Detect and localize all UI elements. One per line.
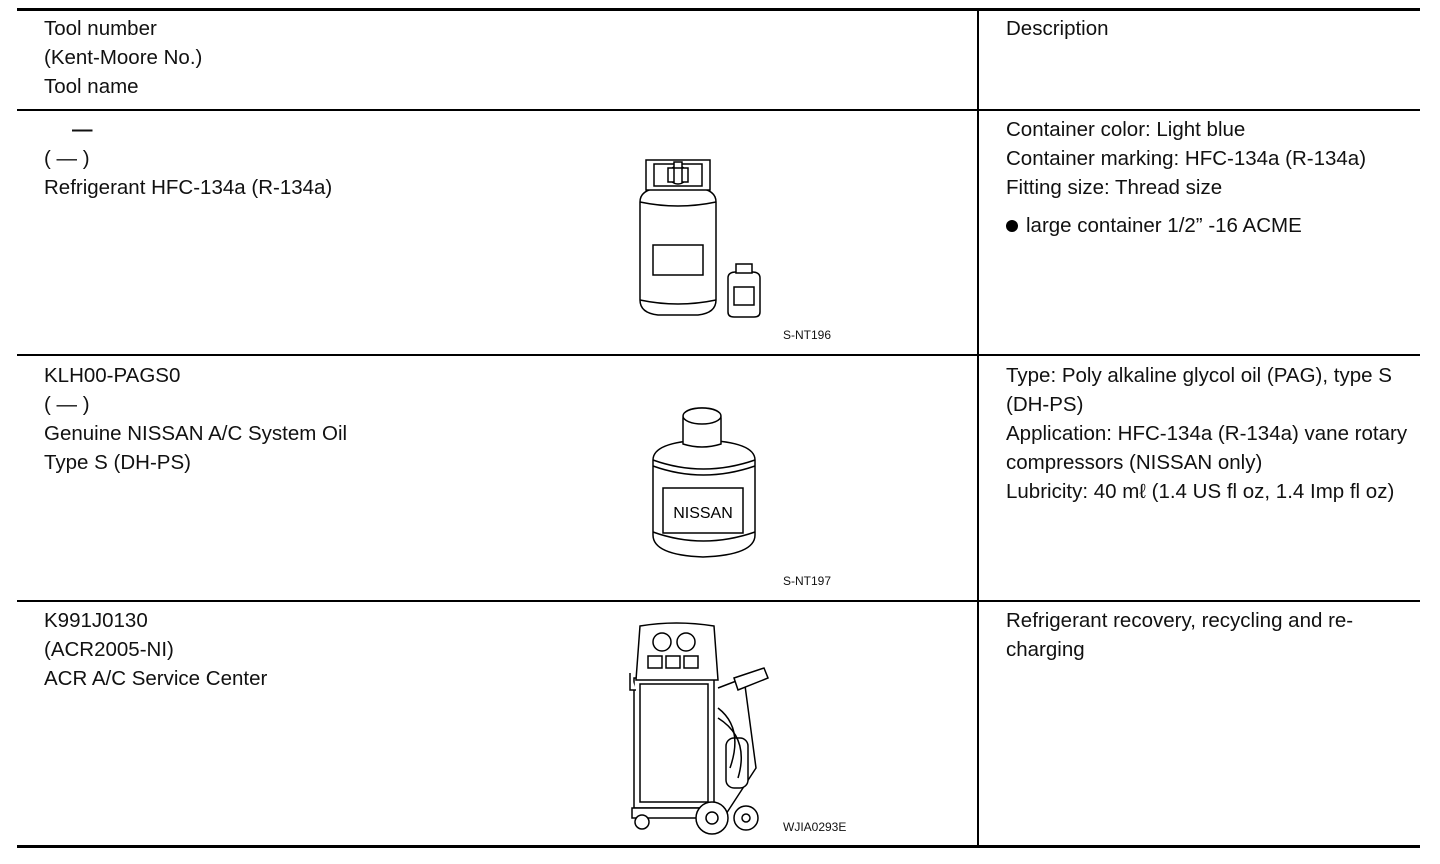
row3-tool-name: ACR A/C Service Center bbox=[44, 667, 268, 690]
header-divider bbox=[17, 109, 1420, 111]
bullet-icon bbox=[1006, 219, 1018, 232]
row1-description-cell: Container color: Light blue Container ma… bbox=[1006, 115, 1411, 240]
row1-tool-cell: — ( — ) Refrigerant HFC-134a (R-134a) bbox=[44, 115, 332, 202]
row2-figure-code: S-NT197 bbox=[783, 574, 832, 588]
row3-description: Refrigerant recovery, recycling and re-c… bbox=[1006, 609, 1354, 661]
row2-description-cell: Type: Poly alkaline glycol oil (PAG), ty… bbox=[1006, 361, 1411, 506]
header-tool-cell: Tool number (Kent-Moore No.) Tool name bbox=[44, 14, 202, 101]
row1-tool-number-text: — bbox=[72, 118, 93, 141]
refrigerant-container-illustration bbox=[639, 159, 761, 318]
row2-type: Type: Poly alkaline glycol oil (PAG), ty… bbox=[1006, 364, 1392, 416]
row1-container-marking: Container marking: HFC-134a (R-134a) bbox=[1006, 147, 1367, 170]
row2-tool-name: Genuine NISSAN A/C System Oil bbox=[44, 422, 348, 445]
row1-tool-number: — bbox=[44, 115, 332, 144]
row1-bullet-text: large container 1/2” -16 ACME bbox=[1026, 214, 1302, 237]
column-divider bbox=[977, 10, 979, 848]
header-kent-moore: (Kent-Moore No.) bbox=[44, 46, 203, 69]
table-bottom-border bbox=[17, 845, 1420, 848]
row-divider-2 bbox=[17, 600, 1420, 602]
row2-kent-moore: ( — ) bbox=[44, 393, 90, 416]
row2-lubricity: Lubricity: 40 mℓ (1.4 US fl oz, 1.4 Imp … bbox=[1006, 480, 1395, 503]
row3-figure-code: WJIA0293E bbox=[783, 820, 847, 834]
row1-tool-name: Refrigerant HFC-134a (R-134a) bbox=[44, 176, 333, 199]
header-tool-name: Tool name bbox=[44, 75, 139, 98]
row1-kent-moore: ( — ) bbox=[44, 147, 90, 170]
row1-container-color: Container color: Light blue bbox=[1006, 118, 1246, 141]
row3-description-cell: Refrigerant recovery, recycling and re-c… bbox=[1006, 606, 1411, 664]
row1-bullet-item: large container 1/2” -16 ACME bbox=[1006, 211, 1411, 240]
oil-can-illustration: NISSAN bbox=[652, 407, 756, 558]
row3-tool-cell: K991J0130 (ACR2005-NI) ACR A/C Service C… bbox=[44, 606, 267, 693]
ac-service-center-illustration bbox=[629, 622, 769, 835]
row1-figure-code: S-NT196 bbox=[783, 328, 832, 342]
header-tool-number: Tool number bbox=[44, 17, 157, 40]
table-top-border bbox=[17, 8, 1420, 11]
row3-tool-number: K991J0130 bbox=[44, 609, 148, 632]
row2-tool-cell: KLH00-PAGS0 ( — ) Genuine NISSAN A/C Sys… bbox=[44, 361, 347, 477]
header-description: Description bbox=[1006, 17, 1109, 40]
row2-tool-number: KLH00-PAGS0 bbox=[44, 364, 181, 387]
row2-tool-name-2: Type S (DH-PS) bbox=[44, 451, 191, 474]
row3-kent-moore: (ACR2005-NI) bbox=[44, 638, 174, 661]
row-divider-1 bbox=[17, 354, 1420, 356]
oil-can-brand-label: NISSAN bbox=[673, 505, 733, 522]
header-description-cell: Description bbox=[1006, 14, 1411, 43]
row2-application: Application: HFC-134a (R-134a) vane rota… bbox=[1006, 422, 1408, 474]
row1-fitting-size: Fitting size: Thread size bbox=[1006, 176, 1223, 199]
